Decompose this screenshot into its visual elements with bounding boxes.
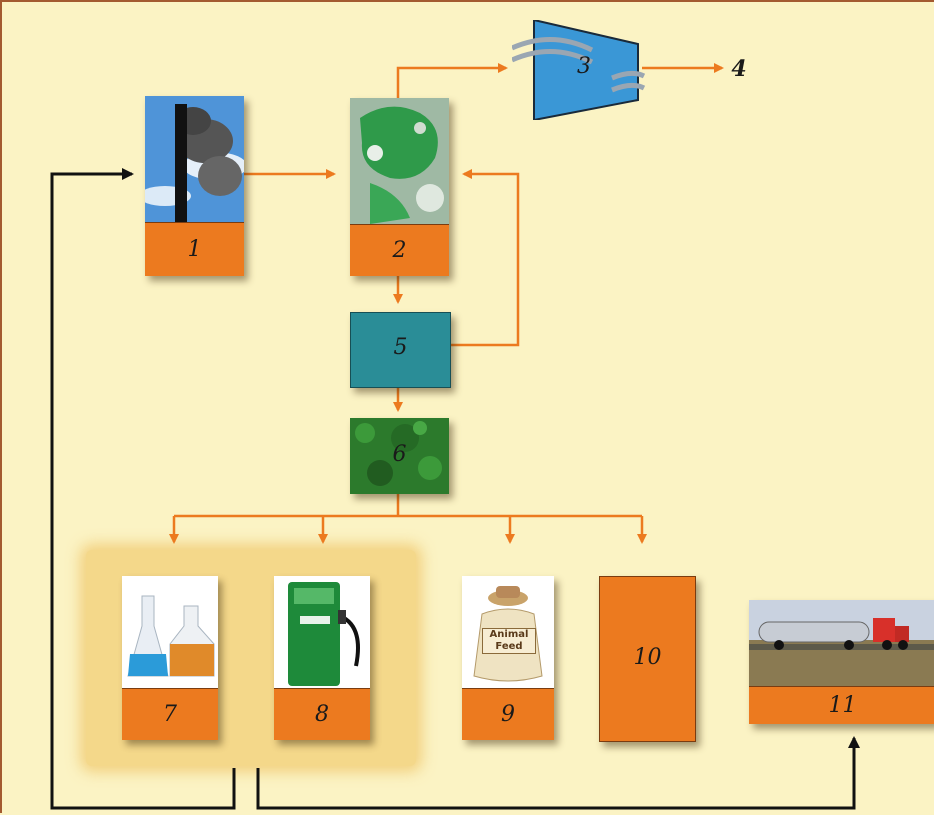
node-2-label: 2 <box>350 224 449 276</box>
flasks-image <box>122 576 218 688</box>
node-7-label: 7 <box>122 688 218 740</box>
node-11-label: 11 <box>749 686 934 724</box>
node-1-label: 1 <box>145 222 244 276</box>
arrow-5-to-2 <box>450 169 520 347</box>
node-7-chemicals: 7 <box>122 576 218 740</box>
arrow-to-11 <box>256 736 860 810</box>
node-6-label: 6 <box>392 442 407 467</box>
node-5-box: 5 <box>350 312 451 388</box>
node-10-label: 10 <box>633 645 662 670</box>
tanker-truck-image <box>749 600 934 686</box>
node-9-label: 9 <box>462 688 554 740</box>
node-11-transport: 11 <box>749 600 934 724</box>
node-2-algae-pond: 2 <box>350 98 449 276</box>
node-4-label: 4 <box>731 56 747 82</box>
algae-texture <box>350 418 449 494</box>
arrow-2-to-3 <box>396 63 508 98</box>
arrow-6-branch <box>174 494 642 518</box>
node-10-box: 10 <box>599 576 696 742</box>
algae-pond-image <box>350 98 449 224</box>
node-1-smokestack: 1 <box>145 96 244 276</box>
animal-feed-bag-text: Animal Feed <box>482 628 536 654</box>
node-8-label: 8 <box>274 688 370 740</box>
node-8-fuel: 8 <box>274 576 370 740</box>
node-9-animal-feed: Animal Feed 9 <box>462 576 554 740</box>
arrow-recycle-to-1 <box>50 168 236 810</box>
smokestack-image <box>145 96 244 222</box>
node-3-label: 3 <box>577 54 591 79</box>
fuel-pump-image <box>274 576 370 688</box>
node-3-separator <box>512 20 646 120</box>
node-6-algae-biomass: 6 <box>350 418 449 494</box>
node-5-label: 5 <box>393 335 408 360</box>
